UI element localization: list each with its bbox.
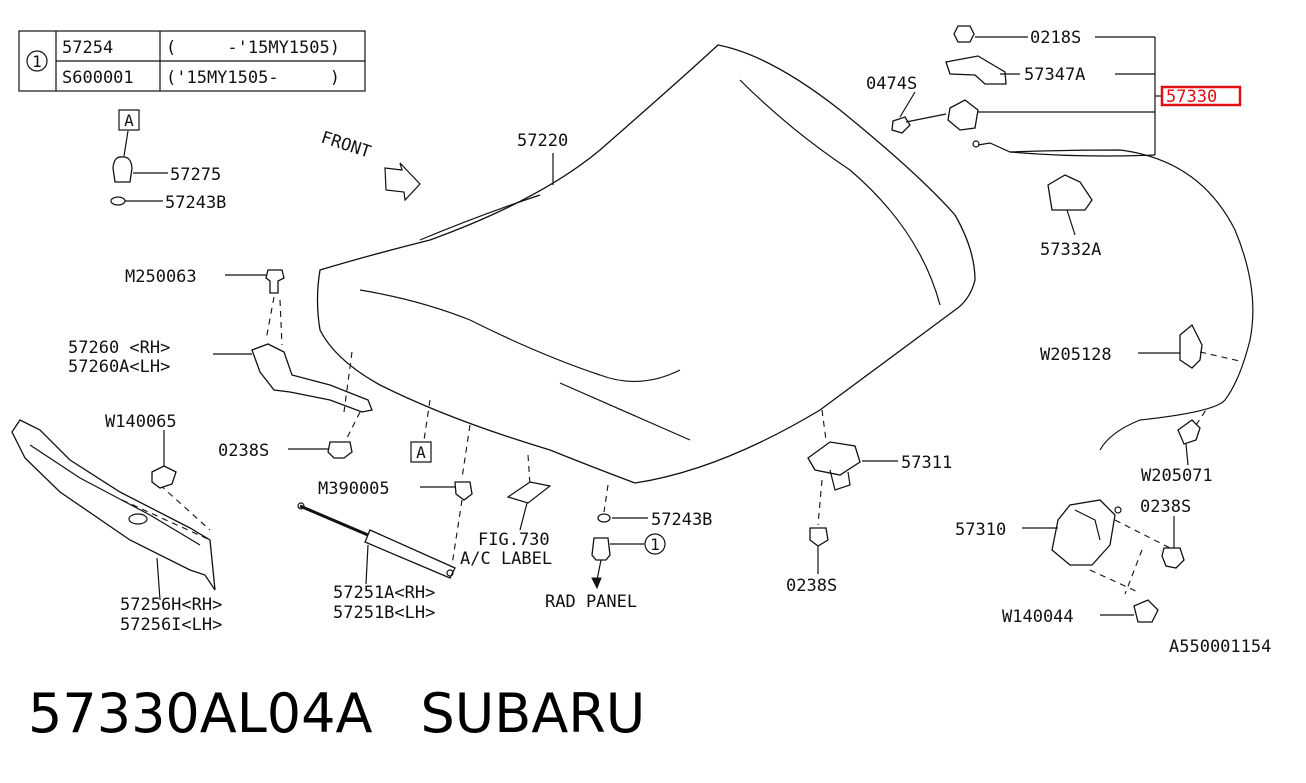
hood-57220: [316, 44, 976, 484]
label-57311: 57311: [901, 453, 952, 473]
ref-circle-icon: [644, 533, 666, 555]
washer-icon: [110, 196, 126, 206]
marker-a-mid: A: [410, 441, 432, 463]
label-w205071: W205071: [1141, 466, 1213, 486]
bolt-w140044-icon: [1133, 599, 1159, 623]
footer: 57330AL04A SUBARU: [28, 682, 693, 745]
svg-text:A: A: [124, 111, 134, 130]
ac-label-icon: [506, 481, 552, 504]
nut-0218S-icon: [953, 25, 975, 43]
drawing-number: A550001154: [1169, 637, 1271, 657]
svg-text:FRONT: FRONT: [318, 128, 373, 163]
nut-0238S-right-icon: [1161, 547, 1185, 569]
label-m250063: M250063: [125, 267, 197, 287]
table-row-part: S600001: [62, 68, 134, 88]
ref-circle-icon: [26, 50, 48, 72]
guide-57332A-icon: [1047, 174, 1093, 211]
label-57251B: 57251B<LH>: [333, 603, 435, 623]
plug-icon: [591, 537, 611, 561]
clip-w140065-icon: [151, 465, 177, 489]
weatherstrip-57256-icon: [11, 419, 216, 591]
clip-m390005-icon: [454, 481, 473, 501]
front-arrow-icon: FRONT: [318, 128, 421, 202]
washer-mid-icon: [597, 513, 611, 523]
nut-0238S-icon: [327, 441, 353, 459]
label-rad-panel: RAD PANEL: [545, 592, 637, 612]
arrow-down-icon: [591, 577, 602, 590]
latch-57310-icon: [1051, 499, 1116, 566]
cable-icon: [977, 142, 1254, 451]
bolt-m250063-icon: [265, 269, 285, 294]
nut-0238S-mid-icon: [809, 527, 829, 547]
label-57330: 57330: [1166, 87, 1217, 107]
part-number: 57330AL04A: [28, 682, 373, 745]
striker-57311-icon: [807, 441, 861, 476]
table-row-part: 57254: [62, 38, 113, 58]
brand-name: SUBARU: [420, 682, 646, 745]
label-57332A: 57332A: [1040, 240, 1101, 260]
gas-strut-57251-icon: [297, 502, 456, 579]
label-w140065: W140065: [105, 412, 177, 432]
label-0474S: 0474S: [866, 74, 917, 94]
label-w140044: W140044: [1002, 607, 1074, 627]
clip-w205071-icon: [1177, 419, 1201, 445]
label-0238S-left: 0238S: [218, 441, 269, 461]
hinge-57260-icon: [251, 343, 373, 413]
label-57260: 57260 <RH>: [68, 338, 170, 358]
label-57256H: 57256H<RH>: [120, 595, 222, 615]
svg-text:1: 1: [650, 535, 660, 554]
label-0218S: 0218S: [1030, 28, 1081, 48]
release-handle-icon: [947, 99, 979, 131]
table-ref-number: 1: [32, 52, 42, 71]
svg-text:A: A: [416, 443, 426, 462]
label-57243B: 57243B: [165, 193, 226, 213]
highlight-box: [1160, 85, 1242, 107]
label-w205128: W205128: [1040, 345, 1112, 365]
screw-0474S-icon: [891, 116, 911, 134]
label-57275: 57275: [170, 165, 221, 185]
reference-table: 1 57254 ( -'15MY1505) S600001 ('15MY1505…: [18, 30, 366, 92]
label-0238S-right: 0238S: [1140, 497, 1191, 517]
label-m390005: M390005: [318, 479, 390, 499]
clip-w205128-icon: [1179, 323, 1203, 369]
bracket-57347A-icon: [945, 55, 1007, 85]
label-ac-label: A/C LABEL: [460, 549, 552, 569]
label-57310: 57310: [955, 520, 1006, 540]
table-row-range: ('15MY1505- ): [166, 68, 340, 88]
label-57347A: 57347A: [1024, 65, 1085, 85]
cap-57275-icon: [112, 156, 133, 183]
label-57260A: 57260A<LH>: [68, 357, 170, 377]
table-row-range: ( -'15MY1505): [166, 38, 340, 58]
label-0238S-mid: 0238S: [786, 576, 837, 596]
label-57243B-mid: 57243B: [651, 510, 712, 530]
label-fig730: FIG.730: [478, 530, 550, 550]
label-57251A: 57251A<RH>: [333, 583, 435, 603]
marker-a-top: A: [118, 109, 140, 131]
label-57220: 57220: [517, 131, 568, 151]
label-57256I: 57256I<LH>: [120, 615, 222, 635]
